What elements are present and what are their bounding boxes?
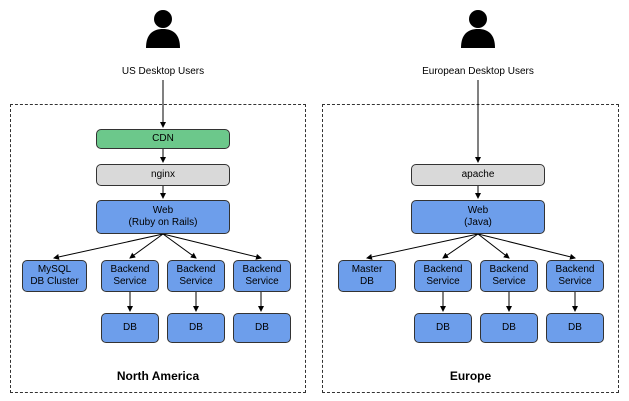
region-europe: Europe (322, 104, 619, 393)
web-ruby-node: Web (Ruby on Rails) (96, 200, 230, 234)
european-desktop-users-label: European Desktop Users (422, 66, 534, 77)
edge-web-eu-backend-2 (477, 233, 510, 259)
cdn-node: CDN (96, 129, 230, 149)
db-node: DB (101, 313, 159, 343)
master-db-node: Master DB (338, 260, 396, 292)
backend-service-node: Backend Service (414, 260, 472, 292)
db-node: DB (414, 313, 472, 343)
us-desktop-users-label: US Desktop Users (121, 66, 205, 77)
person-icon (458, 8, 498, 48)
edge-web-backend-2 (162, 233, 197, 259)
us-desktop-users: US Desktop Users (83, 8, 243, 77)
edge-web-mysql (53, 233, 164, 260)
edge-web-backend-3 (162, 233, 262, 260)
edge-web-master (366, 233, 479, 260)
db-node: DB (233, 313, 291, 343)
edge-web-eu-backend-1 (442, 233, 479, 259)
edge-web-eu-backend-3 (477, 233, 576, 260)
region-north-america: North America (10, 104, 306, 393)
edge-web-backend-1 (129, 233, 164, 259)
region-europe-title: Europe (449, 369, 492, 383)
backend-service-node: Backend Service (546, 260, 604, 292)
region-north-america-title: North America (116, 369, 200, 383)
backend-service-node: Backend Service (233, 260, 291, 292)
backend-service-node: Backend Service (101, 260, 159, 292)
nginx-node: nginx (96, 164, 230, 186)
web-java-node: Web (Java) (411, 200, 545, 234)
person-icon (143, 8, 183, 48)
db-node: DB (546, 313, 604, 343)
mysql-cluster-node: MySQL DB Cluster (22, 260, 87, 292)
db-node: DB (480, 313, 538, 343)
backend-service-node: Backend Service (167, 260, 225, 292)
db-node: DB (167, 313, 225, 343)
apache-node: apache (411, 164, 545, 186)
european-desktop-users: European Desktop Users (398, 8, 558, 77)
backend-service-node: Backend Service (480, 260, 538, 292)
